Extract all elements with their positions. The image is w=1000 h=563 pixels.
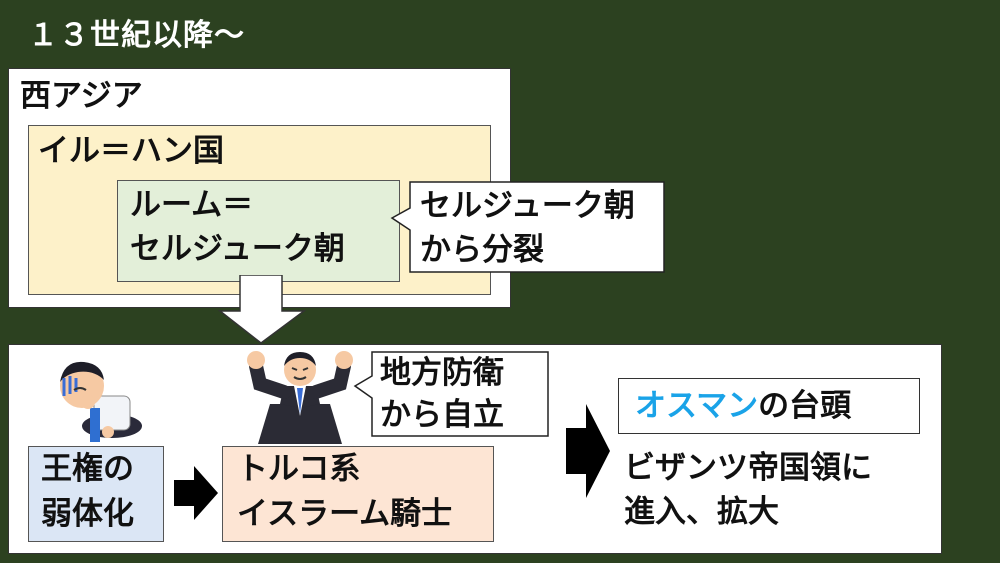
ottoman-rest: の台頭 bbox=[758, 388, 852, 424]
result-line1: ビザンツ帝国領に bbox=[624, 450, 872, 486]
slide-title: １３世紀以降～ bbox=[28, 18, 245, 53]
turkic-knights-box: トルコ系 イスラーム騎士 bbox=[222, 446, 494, 542]
split-callout-text: セルジューク朝 から分裂 bbox=[420, 184, 635, 272]
split-callout-line1: セルジューク朝 bbox=[420, 188, 635, 224]
weak-royal-line1: 王権の bbox=[41, 451, 134, 487]
rum-seljuk-line1: ルーム＝ bbox=[130, 187, 254, 223]
defense-callout-line1: 地方防衛 bbox=[380, 355, 504, 391]
defense-callout-bubble bbox=[353, 351, 549, 437]
result-text: ビザンツ帝国領に 進入、拡大 bbox=[624, 446, 872, 534]
flow-arrow-2 bbox=[566, 404, 610, 498]
defense-callout-line2: から自立 bbox=[380, 397, 504, 433]
rum-seljuk-box: ルーム＝ セルジューク朝 bbox=[117, 180, 400, 282]
weak-royal-line2: 弱体化 bbox=[41, 496, 134, 532]
troubled-man-icon bbox=[60, 361, 142, 442]
turkic-knights-line2: イスラーム騎士 bbox=[237, 496, 453, 532]
ottoman-highlight: オスマン bbox=[635, 388, 759, 424]
split-callout-bubble bbox=[390, 181, 665, 273]
ottoman-rise-box: オスマンの台頭 bbox=[618, 378, 920, 434]
weak-royal-power-box: 王権の 弱体化 bbox=[28, 446, 164, 542]
flow-arrow-1 bbox=[174, 466, 218, 520]
strong-businessman-icon bbox=[247, 351, 353, 444]
rum-seljuk-line2: セルジューク朝 bbox=[130, 231, 345, 267]
west-asia-label: 西アジア bbox=[20, 78, 143, 114]
down-arrow bbox=[218, 275, 306, 344]
defense-callout-text: 地方防衛 から自立 bbox=[380, 352, 504, 436]
turkic-knights-line1: トルコ系 bbox=[237, 451, 361, 487]
result-line2: 進入、拡大 bbox=[624, 494, 779, 530]
split-callout-line2: から分裂 bbox=[420, 232, 544, 268]
ilkhan-label: イル＝ハン国 bbox=[38, 133, 224, 169]
